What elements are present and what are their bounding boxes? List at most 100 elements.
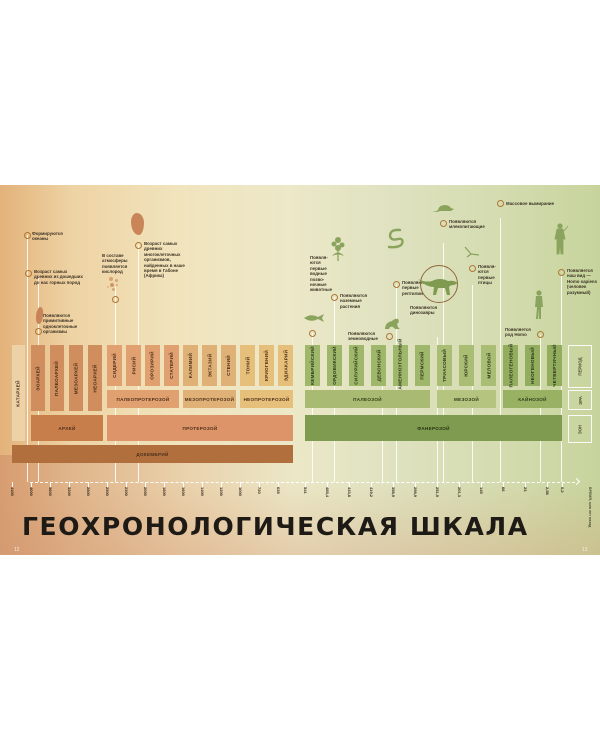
- axis-tick-label: 358,9: [391, 487, 396, 498]
- axis-tick-label: 145: [479, 487, 484, 494]
- homo-habilis-icon: [535, 290, 543, 319]
- period-paleoarchean[interactable]: ПАЛЕОАРХЕЙ: [50, 345, 64, 411]
- axis-tick: [415, 482, 416, 487]
- event-marker[interactable]: [24, 232, 31, 239]
- axis-tick-label: 0,2: [560, 487, 565, 493]
- period-ediacaran[interactable]: ЭДИАКАРИЙ: [278, 345, 293, 386]
- event-marker[interactable]: [135, 242, 142, 249]
- period-devonian[interactable]: ДЕВОНСКИЙ: [371, 345, 386, 386]
- axis-tick: [259, 482, 260, 487]
- axis-tick-label: 1600: [181, 487, 186, 496]
- era-paleoproterozoic[interactable]: ПАЛЕОПРОТЕРОЗОЙ: [107, 390, 179, 408]
- axis-tick: [349, 482, 350, 487]
- period-triassic[interactable]: ТРИАСОВЫЙ: [437, 345, 452, 386]
- event-marker[interactable]: [537, 331, 544, 338]
- axis-tick-label: 1800: [162, 487, 167, 496]
- axis-arrow-icon: [572, 477, 581, 486]
- era-mesoproterozoic[interactable]: МЕЗОПРОТЕРОЗОЙ: [183, 390, 236, 408]
- axis-tick-label: 1000: [238, 487, 243, 496]
- period-eoarchean[interactable]: ЭОАРХЕЙ: [31, 345, 45, 411]
- mammal-mouse-icon: [432, 205, 454, 212]
- period-permian[interactable]: ПЕРМСКИЙ: [415, 345, 430, 386]
- period-cryogenian[interactable]: КРИОГЕНИЙ: [259, 345, 274, 386]
- period-ordovician[interactable]: ОРДОВИКСКИЙ: [327, 345, 342, 386]
- axis-tick-label: 3200: [67, 487, 72, 496]
- event-marker[interactable]: [497, 200, 504, 207]
- event-oldest-rocks: Возраст самых древних из дошедших до нас…: [34, 269, 83, 285]
- event-dinosaurs: Появляются динозавры: [410, 305, 438, 316]
- legend-eon: ЭОН: [568, 415, 592, 443]
- event-marker[interactable]: [25, 270, 32, 277]
- axis-tick-label: 720: [257, 487, 262, 494]
- period-stenian[interactable]: СТЕНИЙ: [221, 345, 236, 386]
- axis-tick-label: 635: [276, 487, 281, 494]
- period-jurassic[interactable]: ЮРСКИЙ: [459, 345, 474, 386]
- event-marker[interactable]: [558, 269, 565, 276]
- event-marker[interactable]: [309, 330, 316, 337]
- legend-period: ПЕРИОД: [568, 345, 592, 388]
- event-marker[interactable]: [35, 328, 42, 335]
- event-marker[interactable]: [393, 281, 400, 288]
- period-calymmian[interactable]: КАЛИМИЙ: [183, 345, 198, 386]
- geochronological-poster: Формируются океаны Возраст самых древних…: [0, 185, 600, 555]
- axis-tick-label: 419,2: [369, 487, 374, 498]
- period-silurian[interactable]: СИЛУРИЙСКИЙ: [349, 345, 364, 386]
- event-mammals: Появляются млекопитающие: [449, 219, 485, 230]
- axis-tick: [202, 482, 203, 487]
- fish-icon: [304, 314, 324, 322]
- event-marker[interactable]: [331, 294, 338, 301]
- oxygen-bubbles-icon: [107, 277, 121, 293]
- period-ectasian[interactable]: ЭКТАЗИЙ: [202, 345, 217, 386]
- multicellular-organism-icon: [131, 213, 144, 235]
- period-cambrian[interactable]: КЕМБРИЙСКИЙ: [305, 345, 320, 386]
- era-paleozoic[interactable]: ПАЛЕОЗОЙ: [305, 390, 430, 408]
- axis-tick-label: 2300: [124, 487, 129, 496]
- axis-tick: [221, 482, 222, 487]
- event-first-reptiles: Появляются первые рептилии: [402, 280, 430, 296]
- axis-tick: [547, 482, 548, 487]
- axis-tick: [371, 482, 372, 487]
- homo-sapiens-icon: [554, 223, 569, 255]
- period-statherian[interactable]: СТАТЕРИЙ: [164, 345, 179, 386]
- eon-archean[interactable]: АРХЕЙ: [31, 415, 103, 441]
- event-oxygen-atmosphere: В составе атмосферы появляется кислород: [102, 253, 128, 275]
- timeline-line: [437, 337, 438, 482]
- timeline-line: [27, 235, 28, 482]
- axis-tick: [240, 482, 241, 487]
- era-cenozoic[interactable]: КАЙНОЗОЙ: [503, 390, 562, 408]
- period-paleogene[interactable]: ПАЛЕОГЕНОВЫЙ: [503, 344, 518, 387]
- period-rhyacian[interactable]: РИСИЙ: [126, 345, 141, 386]
- katarchean-block[interactable]: КАТАРХЕЙ: [12, 345, 25, 441]
- period-orosirian[interactable]: ОРОЗИРИЙ: [145, 345, 160, 386]
- era-neoproterozoic[interactable]: НЕОПРОТЕРОЗОЙ: [240, 390, 293, 408]
- era-mesozoic[interactable]: МЕЗОЗОЙ: [437, 390, 496, 408]
- timeline-line: [540, 335, 541, 482]
- period-tonian[interactable]: ТОНИЙ: [240, 345, 255, 386]
- supereon-precambrian[interactable]: ДОКЕМБРИЙ: [12, 445, 293, 463]
- period-neoarchean[interactable]: НЕОАРХЕЙ: [88, 345, 102, 411]
- period-carboniferous[interactable]: КАМЕННОУГОЛЬНЫЙ: [393, 338, 408, 393]
- axis-tick: [31, 482, 32, 487]
- event-marker[interactable]: [440, 220, 447, 227]
- axis-tick: [183, 482, 184, 487]
- axis-time-label: ВРЕМЯ, млн лет назад: [588, 487, 592, 528]
- eon-proterozoic[interactable]: ПРОТЕРОЗОЙ: [107, 415, 293, 441]
- event-marker[interactable]: [469, 265, 476, 272]
- axis-tick: [126, 482, 127, 487]
- event-marker[interactable]: [112, 296, 119, 303]
- axis-tick-label: 23: [523, 487, 528, 492]
- period-mesoarchean[interactable]: МЕЗОАРХЕЙ: [69, 345, 83, 411]
- page-number-right: 13: [582, 547, 588, 553]
- axis-tick: [145, 482, 146, 487]
- axis-tick: [164, 482, 165, 487]
- period-cretaceous[interactable]: МЕЛОВОЙ: [481, 345, 496, 386]
- event-marker[interactable]: [386, 333, 393, 340]
- eon-phanerozoic[interactable]: ФАНЕРОЗОЙ: [305, 415, 562, 441]
- axis-tick-label: 2800: [86, 487, 91, 496]
- event-mass-extinction: Массовое вымирание: [506, 201, 555, 206]
- page-number-left: 12: [14, 547, 20, 553]
- period-quaternary[interactable]: ЧЕТВЕРТИЧНЫЙ: [547, 344, 562, 387]
- period-siderian[interactable]: СИДЕРИЙ: [107, 345, 122, 386]
- period-neogene[interactable]: НЕОГЕНОВЫЙ: [525, 345, 540, 386]
- page-title: ГЕОХРОНОЛОГИЧЕСКАЯ ШКАЛА: [22, 512, 529, 541]
